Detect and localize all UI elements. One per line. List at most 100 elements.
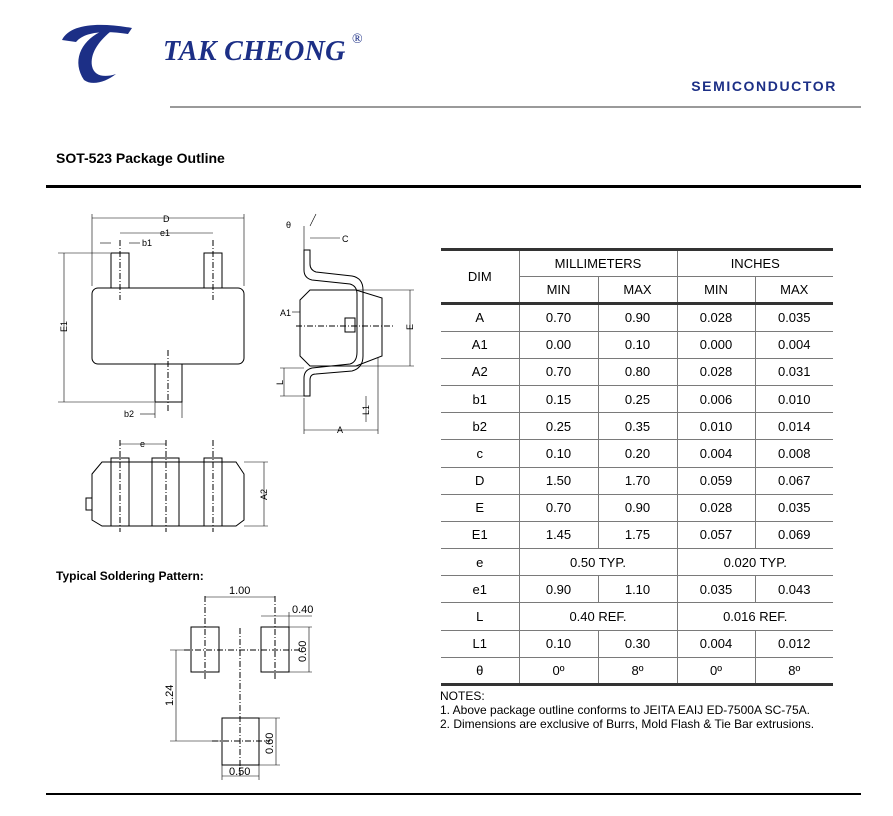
notes: NOTES: 1. Above package outline conforms… bbox=[440, 689, 814, 731]
in-min-cell: 0.004 bbox=[676, 439, 756, 468]
label-e: e bbox=[140, 439, 145, 449]
brand-name: TAK CHEONG bbox=[163, 36, 346, 67]
dim-cell: e bbox=[441, 548, 520, 577]
in-max-cell: 8º bbox=[754, 656, 833, 687]
in-max-cell: 0.069 bbox=[754, 520, 833, 550]
in-min-cell: 0.010 bbox=[676, 412, 756, 441]
mm-min-cell: 1.45 bbox=[518, 520, 599, 550]
dimension-table: DIM MILLIMETERS INCHES MIN MAX MIN MAX A… bbox=[441, 247, 833, 687]
mm-max-cell: 1.75 bbox=[597, 520, 678, 550]
package-outline-drawing: D e1 b1 b2 E1 θ C A1 E L L1 A e A2 1.00 … bbox=[58, 213, 415, 780]
dim-cell: E bbox=[441, 493, 520, 522]
dim-cell: b2 bbox=[441, 412, 520, 441]
in-max-cell: 0.031 bbox=[754, 357, 833, 386]
mm-typ-cell: 0.50 TYP. bbox=[518, 548, 678, 577]
mm-min-cell: 0.00 bbox=[518, 330, 599, 359]
in-min-cell: 0.028 bbox=[676, 493, 756, 522]
mm-typ-cell: 0.40 REF. bbox=[518, 602, 678, 631]
label-A1: A1 bbox=[280, 308, 291, 318]
mm-max-cell: 0.20 bbox=[597, 439, 678, 468]
solder-dim-pad-height-bottom: 0.60 bbox=[264, 733, 276, 754]
note-item: 1. Above package outline conforms to JEI… bbox=[440, 703, 810, 717]
footer-divider bbox=[46, 793, 861, 795]
label-E: E bbox=[405, 324, 415, 330]
dim-cell: b1 bbox=[441, 384, 520, 414]
header-mm-min: MIN bbox=[519, 276, 599, 306]
label-b1: b1 bbox=[142, 238, 152, 248]
header-divider bbox=[170, 106, 861, 108]
mm-max-cell: 0.80 bbox=[597, 357, 678, 386]
header-millimeters: MILLIMETERS bbox=[518, 247, 678, 278]
header-in-min: MIN bbox=[676, 276, 756, 306]
header-dim: DIM bbox=[441, 247, 520, 305]
solder-dim-pitch: 1.00 bbox=[229, 585, 250, 597]
dim-cell: L bbox=[441, 602, 520, 631]
division-label: SEMICONDUCTOR bbox=[691, 78, 837, 94]
in-min-cell: 0.057 bbox=[676, 520, 756, 550]
mm-min-cell: 0.90 bbox=[518, 575, 599, 604]
in-max-cell: 0.004 bbox=[754, 330, 833, 359]
label-E1: E1 bbox=[59, 321, 69, 332]
dim-cell: c bbox=[441, 439, 520, 468]
mm-max-cell: 1.10 bbox=[597, 575, 678, 604]
in-max-cell: 0.010 bbox=[754, 384, 833, 414]
dim-cell: E1 bbox=[441, 520, 520, 550]
mm-max-cell: 8º bbox=[597, 656, 678, 687]
mm-min-cell: 0.10 bbox=[518, 629, 599, 658]
in-min-cell: 0º bbox=[676, 656, 756, 687]
dim-cell: e1 bbox=[441, 575, 520, 604]
header-inches: INCHES bbox=[676, 247, 833, 278]
label-D: D bbox=[163, 214, 170, 224]
mm-min-cell: 0.10 bbox=[518, 439, 599, 468]
mm-min-cell: 0.70 bbox=[518, 357, 599, 386]
header-in-max: MAX bbox=[754, 276, 833, 306]
in-min-cell: 0.006 bbox=[676, 384, 756, 414]
mm-min-cell: 0.15 bbox=[518, 384, 599, 414]
solder-dim-pad-bottom-width: 0.50 bbox=[229, 766, 250, 778]
mm-min-cell: 0.25 bbox=[518, 412, 599, 441]
label-A2: A2 bbox=[259, 489, 269, 500]
in-min-cell: 0.000 bbox=[676, 330, 756, 359]
mm-max-cell: 0.90 bbox=[597, 302, 678, 332]
dim-cell: A bbox=[441, 302, 520, 332]
dim-cell: A2 bbox=[441, 357, 520, 386]
dim-cell: A1 bbox=[441, 330, 520, 359]
in-typ-cell: 0.020 TYP. bbox=[676, 548, 833, 577]
header-mm-max: MAX bbox=[597, 276, 678, 306]
in-max-cell: 0.014 bbox=[754, 412, 833, 441]
solder-dim-pad-height-top: 0.60 bbox=[297, 641, 309, 662]
page-title: SOT-523 Package Outline bbox=[56, 150, 225, 166]
soldering-pattern-title: Typical Soldering Pattern: bbox=[56, 569, 204, 583]
dim-cell: θ bbox=[441, 656, 520, 687]
dim-cell: L1 bbox=[441, 629, 520, 658]
label-L: L bbox=[275, 380, 285, 385]
mm-max-cell: 0.90 bbox=[597, 493, 678, 522]
title-divider bbox=[46, 185, 861, 188]
in-max-cell: 0.043 bbox=[754, 575, 833, 604]
in-min-cell: 0.028 bbox=[676, 357, 756, 386]
registered-mark: ® bbox=[352, 32, 363, 47]
dim-cell: D bbox=[441, 466, 520, 495]
in-max-cell: 0.035 bbox=[754, 302, 833, 332]
label-b2: b2 bbox=[124, 409, 134, 419]
notes-heading: NOTES: bbox=[440, 689, 485, 703]
in-max-cell: 0.008 bbox=[754, 439, 833, 468]
tak-cheong-logo-icon bbox=[62, 24, 132, 83]
label-e1: e1 bbox=[160, 228, 170, 238]
label-A: A bbox=[337, 425, 343, 435]
solder-dim-pad-width: 0.40 bbox=[292, 604, 313, 616]
in-max-cell: 0.067 bbox=[754, 466, 833, 495]
in-min-cell: 0.004 bbox=[676, 629, 756, 658]
in-max-cell: 0.012 bbox=[754, 629, 833, 658]
in-min-cell: 0.059 bbox=[676, 466, 756, 495]
